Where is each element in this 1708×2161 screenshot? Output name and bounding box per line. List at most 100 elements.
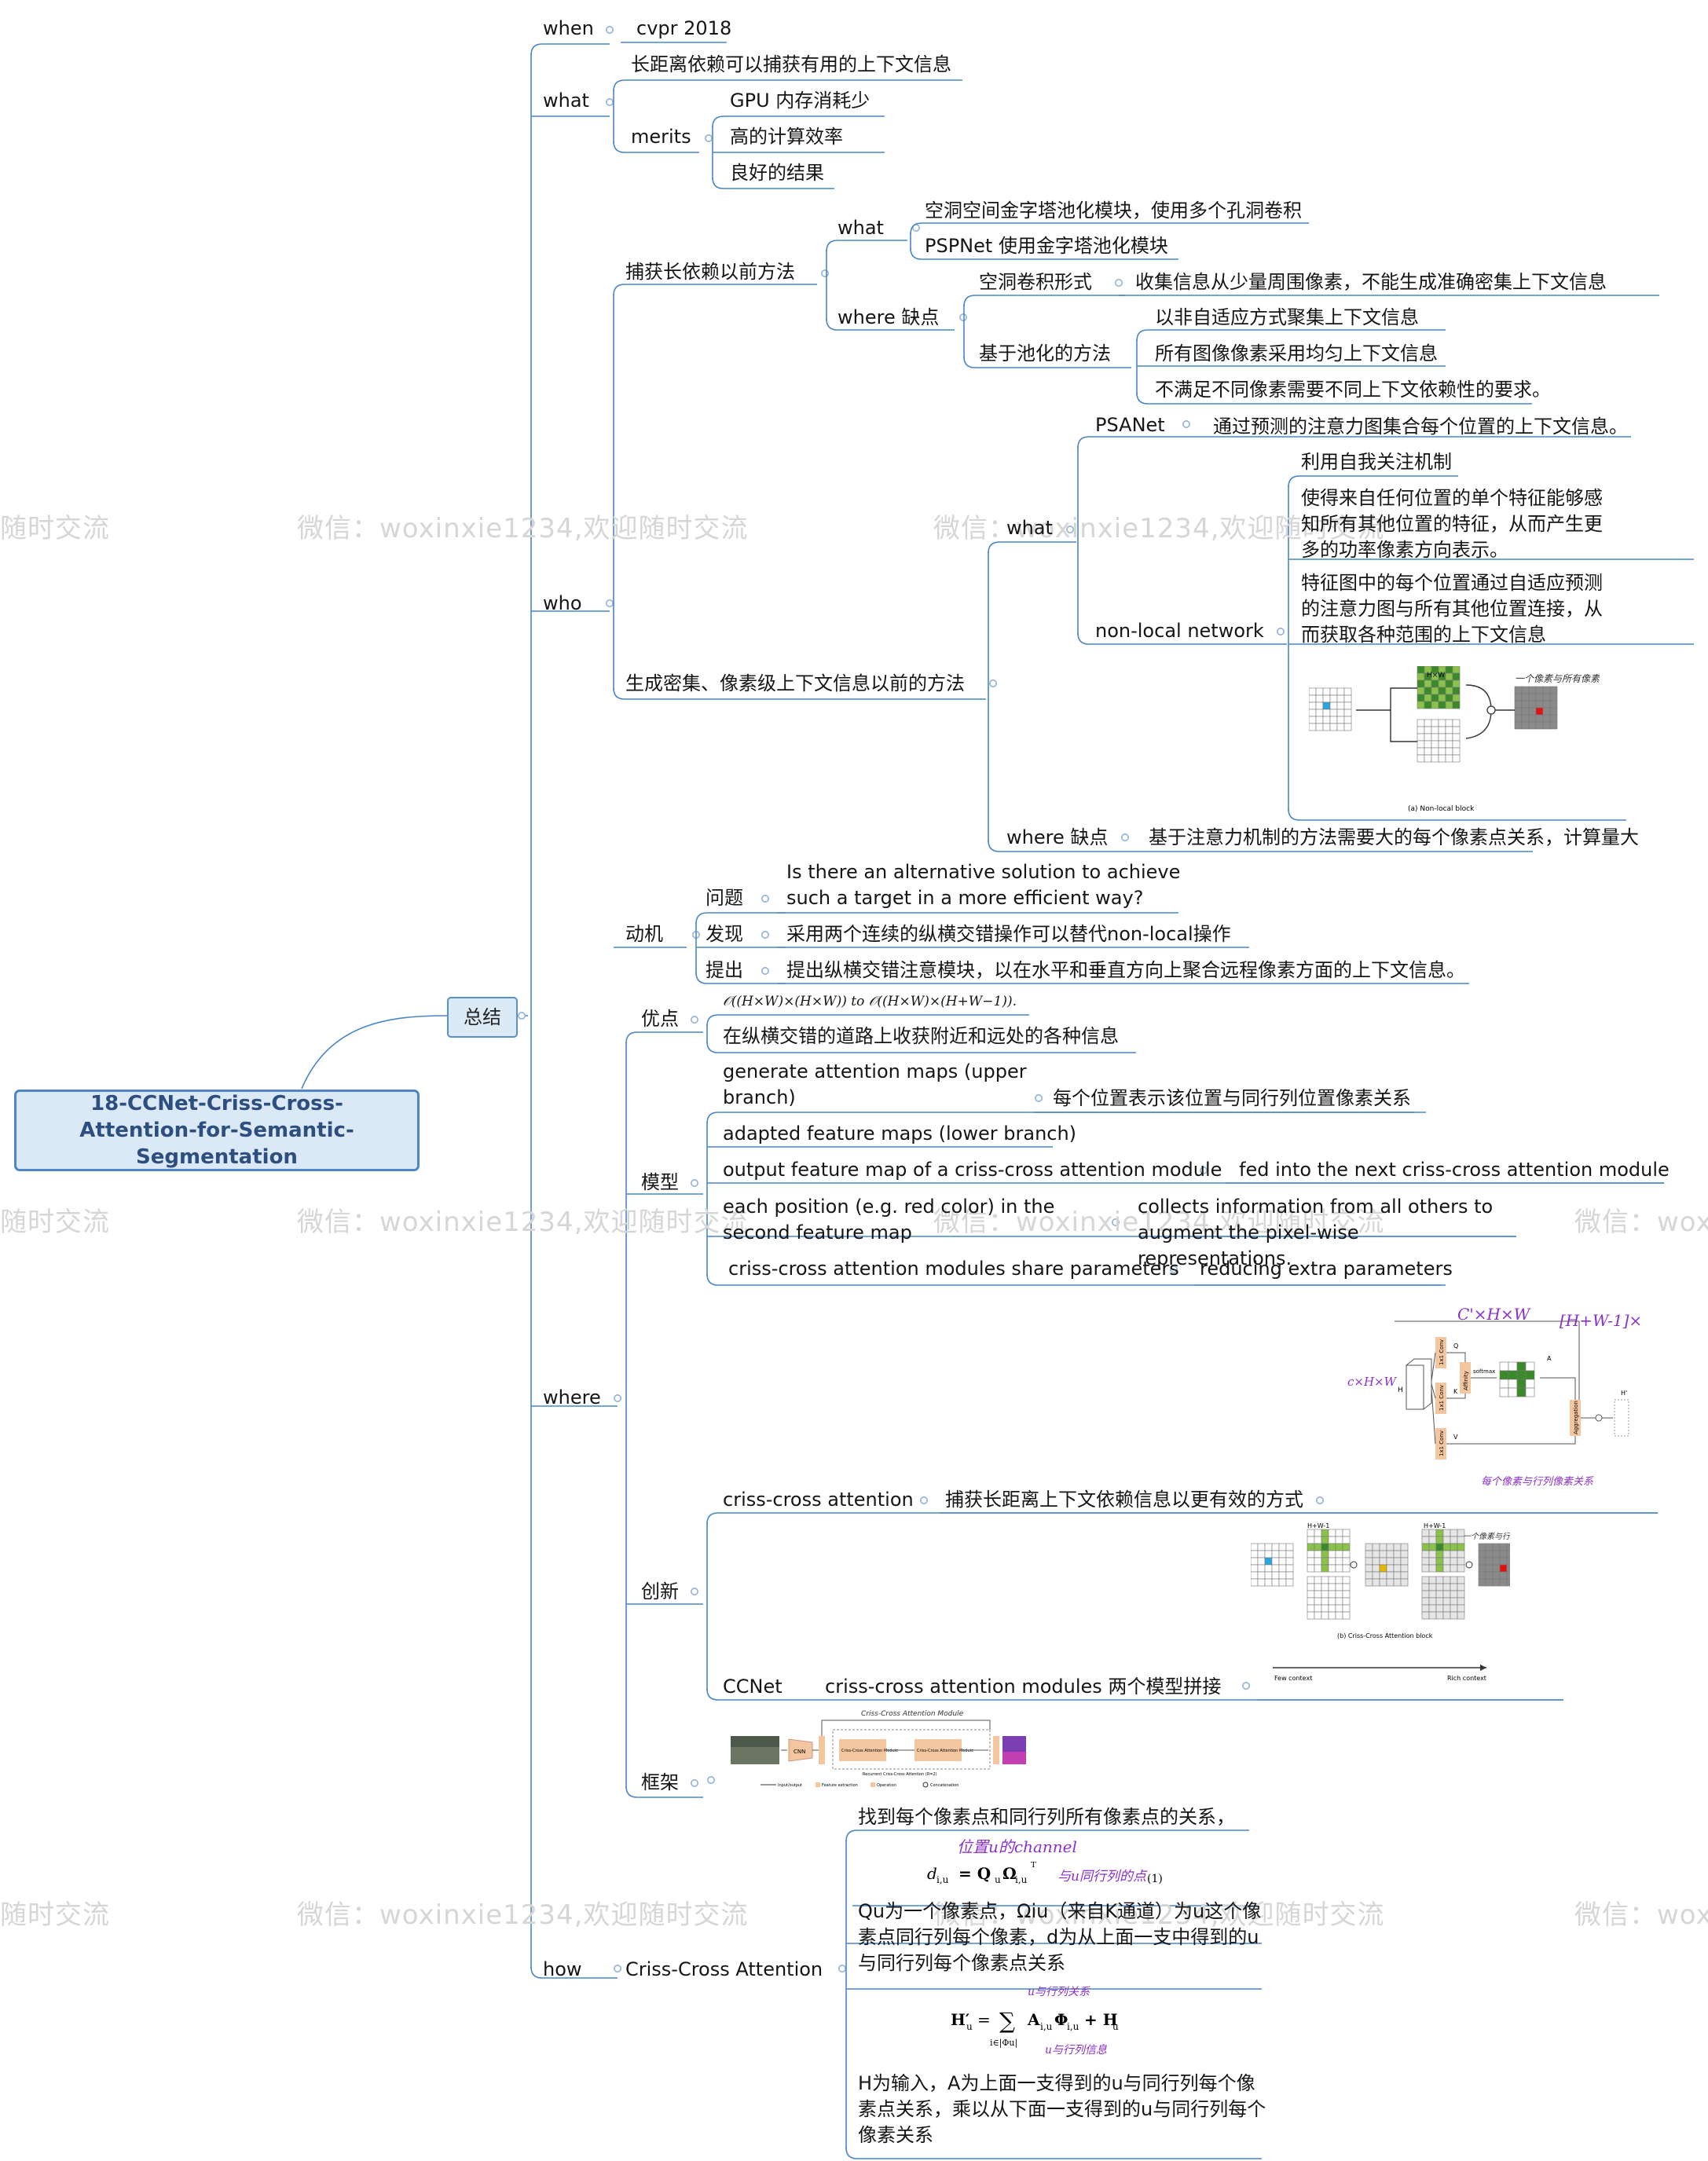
nonlocal-item[interactable]: 利用自我关注机制 xyxy=(1301,451,1452,473)
merits-label[interactable]: merits xyxy=(631,126,691,148)
adapted-maps[interactable]: adapted feature maps (lower branch) xyxy=(723,1123,1077,1145)
eq-symbol: ∑ xyxy=(999,2008,1015,2034)
output-map-value[interactable]: fed into the next criss-cross attention … xyxy=(1239,1159,1670,1181)
watermark: 微信：woxinxie1234,欢迎随时交流 xyxy=(933,1899,1385,1931)
h-prime-label: H' xyxy=(1621,1390,1627,1397)
problem-value[interactable]: Is there an alternative solution to achi… xyxy=(786,861,1181,909)
watermark: 微信：wox xyxy=(1574,1899,1708,1931)
dense-what-label[interactable]: what xyxy=(1006,517,1053,539)
advantage-label[interactable]: 优点 xyxy=(641,1008,679,1030)
middle-grid xyxy=(1365,1543,1409,1587)
pool-item[interactable]: 以非自适应方式聚集上下文信息 xyxy=(1155,306,1419,328)
when-label[interactable]: when xyxy=(543,17,594,39)
eq-symbol: u xyxy=(1112,2021,1119,2032)
output-map-label[interactable]: output feature map of a criss-cross atte… xyxy=(723,1159,1222,1181)
nonlocal-item[interactable]: 特征图中的每个位置通过自适应预测的注意力图与所有其他位置连接，从而获取各种范围的… xyxy=(1301,572,1603,646)
psanet-value[interactable]: 通过预测的注意力图集合每个位置的上下文信息。 xyxy=(1213,416,1628,438)
handwritten-note: u与行列关系 xyxy=(1028,1986,1090,1998)
dilated-value[interactable]: 收集信息从少量周围像素，不能生成准确密集上下文信息 xyxy=(1135,271,1607,293)
input-grid xyxy=(1309,687,1352,731)
dense-where-label[interactable]: where 缺点 xyxy=(1006,826,1109,848)
who-label[interactable]: who xyxy=(543,592,582,614)
prev-what-label[interactable]: what xyxy=(838,217,884,239)
each-position-value[interactable]: collects information from all others to … xyxy=(1138,1196,1494,1269)
nonlocal-label[interactable]: non-local network xyxy=(1095,620,1264,642)
summary-node[interactable]: 总结 xyxy=(447,997,518,1038)
dense-methods-label[interactable]: 生成密集、像素级上下文信息以前的方法 xyxy=(625,672,965,694)
when-value[interactable]: cvpr 2018 xyxy=(636,17,732,39)
criss-cross-block-figure: H+W-1 H+W-1 一个像素与行列相关联 (b) Criss-Cross A… xyxy=(1251,1522,1510,1682)
gen-maps-label[interactable]: generate attention maps (upper branch) xyxy=(723,1060,1027,1108)
prev-where-label[interactable]: where 缺点 xyxy=(838,306,940,328)
eq-symbol: + H xyxy=(1084,2010,1118,2029)
k-label: K xyxy=(1453,1388,1458,1395)
output-grid xyxy=(1514,686,1558,730)
conv-label: 1x1 Conv xyxy=(1439,1430,1445,1456)
complexity-formula[interactable]: 𝒪((H×W)×(H×W)) to 𝒪((H×W)×(H+W−1)). xyxy=(723,994,1017,1009)
prev-what-item[interactable]: 空洞空间金字塔池化模块，使用多个孔洞卷积 xyxy=(925,200,1302,222)
nonlocal-item[interactable]: 使得来自任何位置的单个特征能够感知所有其他位置的特征，从而产生更多的功率像素方向… xyxy=(1301,487,1603,561)
propose-label[interactable]: 提出 xyxy=(706,959,743,981)
dense-where-value[interactable]: 基于注意力机制的方法需要大的每个像素点关系，计算量大 xyxy=(1149,826,1639,848)
what-desc[interactable]: 长距离依赖可以捕获有用的上下文信息 xyxy=(631,53,951,75)
affinity-map-grid xyxy=(1499,1361,1535,1397)
input-grid xyxy=(1251,1543,1294,1587)
cca-value[interactable]: 捕获长距离上下文依赖信息以更有效的方式 xyxy=(945,1489,1303,1511)
pool-item[interactable]: 不满足不同像素需要不同上下文依赖性的要求。 xyxy=(1155,379,1551,401)
criss-cross-module-figure: H 1x1 Conv 1x1 Conv 1x1 Conv Q K V Affin… xyxy=(1347,1305,1642,1488)
module-label: Criss-Cross Attention Module xyxy=(841,1749,898,1753)
pool-item[interactable]: 所有图像像素采用均匀上下文信息 xyxy=(1155,342,1438,364)
merit-item[interactable]: 良好的结果 xyxy=(730,162,824,184)
pool-label[interactable]: 基于池化的方法 xyxy=(979,342,1111,364)
prev-what-item[interactable]: PSPNet 使用金字塔池化模块 xyxy=(925,235,1168,257)
framework-label[interactable]: 框架 xyxy=(641,1771,679,1793)
gen-maps-value[interactable]: 每个位置表示该位置与同行列位置像素关系 xyxy=(1053,1087,1411,1109)
watermark: 微信：woxinxie1234,欢迎随时交流 xyxy=(297,1899,749,1931)
propose-value[interactable]: 提出纵横交错注意模块，以在水平和垂直方向上聚合远程像素方面的上下文信息。 xyxy=(786,959,1465,981)
root-topic[interactable]: 18-CCNet-Criss-Cross-Attention-for-Seman… xyxy=(14,1090,420,1171)
advantage-value[interactable]: 在纵横交错的道路上收获附近和远处的各种信息 xyxy=(723,1025,1119,1047)
find-value[interactable]: 采用两个连续的纵横交错操作可以替代non-local操作 xyxy=(786,923,1231,945)
how-item[interactable]: 找到每个像素点和同行列所有像素点的关系， xyxy=(858,1806,1235,1828)
how-item[interactable]: Qu为一个像素点，Ωiu（来自K通道）为u这个像素点同行列每个像素，d为从上面一… xyxy=(858,1900,1262,1974)
problem-label[interactable]: 问题 xyxy=(706,887,743,909)
ccnet-value[interactable]: criss-cross attention modules 两个模型拼接 xyxy=(825,1676,1222,1698)
legend-item: Concatenation xyxy=(930,1783,958,1788)
merit-item[interactable]: 高的计算效率 xyxy=(730,126,843,148)
share-params-value[interactable]: reducing extra parameters xyxy=(1200,1258,1453,1280)
motivation-label[interactable]: 动机 xyxy=(625,923,663,945)
rich-context-label: Rich context xyxy=(1447,1675,1486,1682)
handwritten-note: u与行列信息 xyxy=(1045,2044,1107,2057)
h-label: H xyxy=(1398,1386,1403,1394)
handwritten-note: c×H×W xyxy=(1347,1375,1398,1389)
cca-label[interactable]: criss-cross attention xyxy=(723,1489,914,1511)
attention-grid xyxy=(1307,1529,1351,1573)
eq-symbol: = Q xyxy=(958,1864,991,1883)
q-label: Q xyxy=(1453,1342,1458,1350)
watermark: 微信：woxinxie1234,欢迎随时交流 xyxy=(297,1207,749,1238)
innovation-label[interactable]: 创新 xyxy=(641,1580,679,1602)
conv-label: 1x1 Conv xyxy=(1439,1385,1445,1411)
each-position-label[interactable]: each position (e.g. red color) in the se… xyxy=(723,1196,1055,1243)
ccnet-label[interactable]: CCNet xyxy=(723,1676,783,1698)
legend-item: Input/output xyxy=(778,1783,802,1788)
softmax-label: softmax xyxy=(1473,1368,1495,1375)
prev-methods-label[interactable]: 捕获长依赖以前方法 xyxy=(625,261,795,283)
how-item[interactable]: H为输入，A为上面一支得到的u与同行列每个像素点关系，乘以从下面一支得到的u与同… xyxy=(858,2072,1266,2146)
eq-number: (1) xyxy=(1147,1873,1163,1885)
what-label[interactable]: what xyxy=(543,90,589,112)
affinity-label: Affinity xyxy=(1463,1371,1469,1390)
value-grid xyxy=(1417,719,1461,763)
how-label[interactable]: how xyxy=(543,1958,582,1980)
how-cca-label[interactable]: Criss-Cross Attention xyxy=(625,1958,823,1980)
psanet-label[interactable]: PSANet xyxy=(1095,414,1165,436)
merit-item[interactable]: GPU 内存消耗少 xyxy=(730,90,870,112)
find-label[interactable]: 发现 xyxy=(706,923,743,945)
where-label[interactable]: where xyxy=(543,1386,601,1408)
model-label[interactable]: 模型 xyxy=(641,1171,679,1193)
dilated-label[interactable]: 空洞卷积形式 xyxy=(979,271,1092,293)
eq-symbol: i∈|Φu| xyxy=(990,2038,1017,2049)
eq-symbol: i,u xyxy=(1040,2021,1053,2032)
share-params-label[interactable]: criss-cross attention modules share para… xyxy=(728,1258,1179,1280)
root-title: 18-CCNet-Criss-Cross-Attention-for-Seman… xyxy=(79,1092,354,1169)
